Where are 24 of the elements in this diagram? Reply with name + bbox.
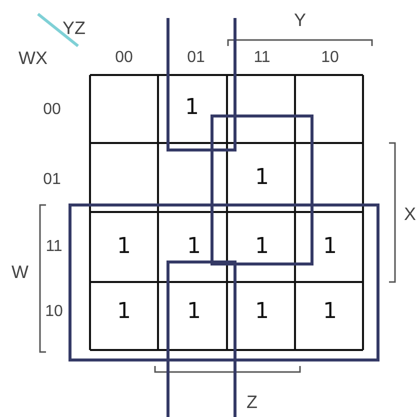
row-header: 11	[46, 239, 62, 255]
cell-value: 1	[255, 301, 269, 323]
row-header: 00	[43, 102, 61, 118]
column-header: 11	[254, 50, 270, 66]
cell-value: 1	[187, 236, 201, 258]
cell-value: 1	[255, 167, 269, 189]
cell-value: 1	[323, 236, 337, 258]
variable-label: Z	[246, 393, 258, 411]
cell-value: 1	[323, 301, 337, 323]
variable-label: W	[12, 263, 28, 281]
variable-label: WX	[18, 49, 48, 67]
column-header: 01	[187, 50, 205, 66]
cell-value: 1	[117, 301, 131, 323]
row-header: 10	[45, 304, 63, 320]
cell-value: 1	[255, 236, 269, 258]
cell-value: 1	[117, 236, 131, 258]
variable-label: X	[404, 205, 416, 223]
row-header: 01	[43, 172, 61, 188]
cell-value: 1	[187, 301, 201, 323]
column-header: 00	[115, 50, 133, 66]
cell-value: 1	[185, 97, 199, 119]
column-header: 10	[321, 50, 339, 66]
variable-label: YZ	[62, 19, 86, 37]
variable-label: Y	[294, 11, 306, 29]
